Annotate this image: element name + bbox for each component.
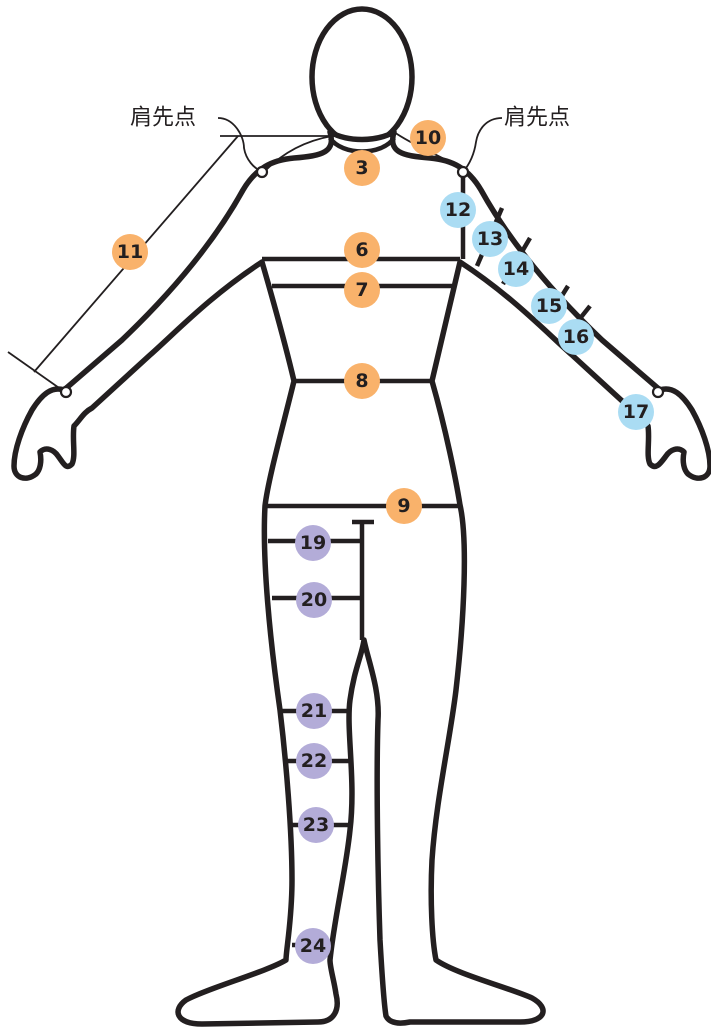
shoulder-label-right: 肩先点: [504, 106, 570, 131]
svg-text:16: 16: [563, 326, 589, 348]
badge-11: 11: [112, 234, 148, 270]
badge-17: 17: [618, 394, 654, 430]
svg-text:23: 23: [303, 814, 329, 836]
badge-3: 3: [344, 150, 380, 186]
svg-text:12: 12: [445, 199, 471, 221]
badge-15: 15: [531, 288, 567, 324]
badge-23: 23: [298, 807, 334, 843]
svg-text:17: 17: [623, 401, 649, 423]
shoulder-pointer-left: [218, 118, 262, 172]
shoulder-pointer-right: [463, 118, 502, 172]
badge-6: 6: [344, 232, 380, 268]
wrist-point-left: [61, 387, 71, 397]
badge-16: 16: [558, 319, 594, 355]
badge-14: 14: [498, 251, 534, 287]
svg-text:3: 3: [355, 157, 368, 179]
svg-text:15: 15: [536, 295, 562, 317]
badge-22: 22: [296, 743, 332, 779]
svg-text:14: 14: [503, 258, 529, 280]
svg-text:11: 11: [117, 241, 143, 263]
shoulder-point-left: [257, 167, 267, 177]
badge-10: 10: [410, 120, 446, 156]
svg-text:19: 19: [300, 532, 326, 554]
svg-text:22: 22: [301, 750, 327, 772]
badge-19: 19: [295, 525, 331, 561]
svg-text:7: 7: [355, 279, 368, 301]
badge-20: 20: [296, 582, 332, 618]
shoulder-label-left: 肩先点: [130, 106, 196, 131]
wrist-point-right: [653, 387, 663, 397]
badge-12: 12: [440, 192, 476, 228]
svg-text:8: 8: [355, 370, 368, 392]
svg-text:20: 20: [301, 589, 327, 611]
wrist-guide-line: [8, 352, 62, 390]
svg-text:13: 13: [477, 228, 503, 250]
badge-13: 13: [472, 221, 508, 257]
badge-24: 24: [295, 928, 331, 964]
svg-text:21: 21: [301, 700, 327, 722]
head-outline: [312, 9, 412, 145]
badge-7: 7: [344, 272, 380, 308]
badge-9: 9: [386, 488, 422, 524]
shoulder-point-right: [458, 167, 468, 177]
svg-text:10: 10: [415, 127, 441, 149]
svg-text:24: 24: [300, 935, 326, 957]
badge-21: 21: [296, 693, 332, 729]
svg-text:9: 9: [397, 495, 410, 517]
badge-8: 8: [344, 363, 380, 399]
svg-text:6: 6: [355, 239, 368, 261]
